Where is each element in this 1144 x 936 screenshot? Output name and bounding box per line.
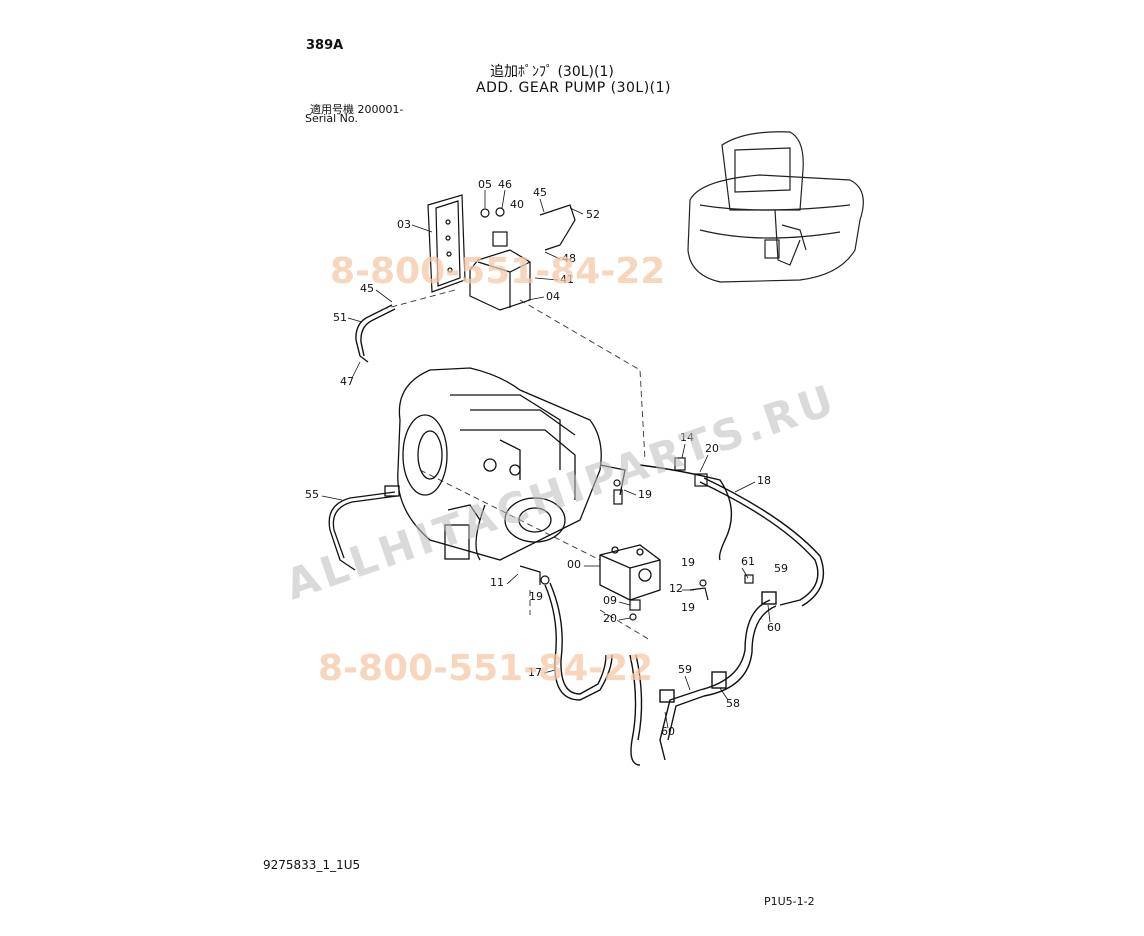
callout-05: 05 [478, 178, 492, 191]
callout-51: 51 [333, 311, 347, 324]
serial-label-english: Serial No. [305, 112, 358, 125]
hose-51-illustration [355, 304, 396, 363]
callout-labels: 05 46 45 40 52 03 48 41 04 45 51 47 14 2… [305, 178, 788, 738]
watermark-site: ALLHITACHIPARTS.RU [279, 374, 843, 609]
fittings-illustration [519, 457, 754, 621]
title-english: ADD. GEAR PUMP (30L)(1) [476, 80, 672, 96]
hose-60-illustration [659, 591, 777, 761]
callout-60: 60 [661, 725, 675, 738]
callout-47: 47 [340, 375, 354, 388]
serial-label-japanese: 適用号機 200001- [310, 103, 404, 116]
callout-52: 52 [586, 208, 600, 221]
leader-lines [379, 289, 651, 641]
main-pump-assembly-illustration [397, 367, 626, 561]
bracket-plate-illustration [427, 194, 466, 293]
callout-45: 45 [360, 282, 374, 295]
harness-55-illustration [328, 485, 400, 571]
callout-19: 19 [529, 590, 543, 603]
callout-03: 03 [397, 218, 411, 231]
callout-11: 11 [490, 576, 504, 589]
callout-00: 00 [567, 558, 581, 571]
page-code: 389A [306, 38, 344, 53]
callout-20: 20 [603, 612, 617, 625]
callout-41: 41 [560, 273, 574, 286]
page-number: P1U5-1-2 [764, 895, 815, 908]
hose-18-illustration [639, 464, 825, 607]
document-id: 9275833_1_1U5 [263, 858, 361, 872]
callout-19: 19 [681, 556, 695, 569]
watermark-phone-bottom: 8-800-551-84-22 [318, 648, 653, 689]
callout-19: 19 [638, 488, 652, 501]
callout-61: 61 [741, 555, 755, 568]
callout-leaders [321, 189, 771, 729]
callout-60: 60 [767, 621, 781, 634]
callout-59: 59 [678, 663, 692, 676]
gear-pump-00-illustration [599, 544, 661, 601]
callout-59: 59 [774, 562, 788, 575]
valve-block-illustration [469, 204, 576, 311]
callout-12: 12 [669, 582, 683, 595]
callout-14: 14 [680, 431, 694, 444]
watermark-phone-top: 8-800-551-84-22 [330, 251, 665, 292]
callout-40: 40 [510, 198, 524, 211]
callout-48: 48 [562, 252, 576, 265]
callout-19: 19 [681, 601, 695, 614]
callout-20: 20 [705, 442, 719, 455]
title-japanese: 追加ﾎﾟﾝﾌﾟ (30L)(1) [490, 64, 614, 80]
callout-45: 45 [533, 186, 547, 199]
callout-04: 04 [546, 290, 560, 303]
callout-46: 46 [498, 178, 512, 191]
callout-55: 55 [305, 488, 319, 501]
callout-18: 18 [757, 474, 771, 487]
excavator-overview-illustration [687, 131, 864, 283]
callout-17: 17 [528, 666, 542, 679]
callout-58: 58 [726, 697, 740, 710]
hose-17-illustration [544, 582, 643, 766]
callout-09: 09 [603, 594, 617, 607]
